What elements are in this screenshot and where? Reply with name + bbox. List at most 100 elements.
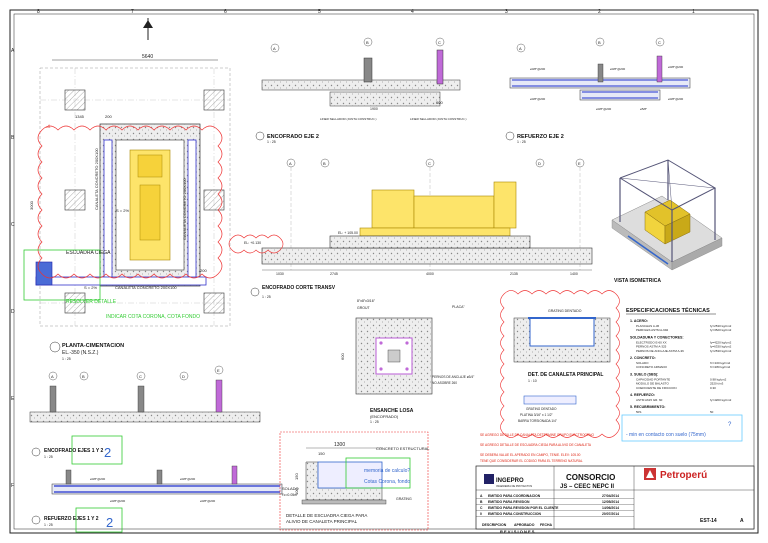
axis-bubble-label: A	[289, 161, 292, 166]
ingepro-logo-icon	[484, 474, 494, 484]
markup-note: - min en contacto con suelo (75mm)	[626, 432, 706, 438]
column-footing	[203, 292, 225, 314]
axis-bubble-label: B	[82, 374, 85, 379]
ensanche-scale: 1 : 25	[370, 420, 379, 424]
spec-value: 0.98 kg/cm2	[710, 377, 727, 381]
plan-canaleta-label: CANALETA CONCRETO 200X100	[182, 178, 187, 240]
generator-detail	[137, 154, 163, 178]
channel-horizontal	[35, 276, 207, 286]
ingepro-sub: INGENIERIA DE PROYECTOS	[496, 484, 532, 488]
axis-bubble	[516, 43, 526, 53]
spec-value: fy=4200 kg/cm2	[710, 398, 732, 402]
bar-label: ø3/8"@200	[668, 65, 683, 69]
spec-heading: 4. REFUERZO:	[630, 393, 655, 397]
spec-heading: 2. CONCRETO:	[630, 356, 656, 360]
axis-bubble-label: A	[519, 46, 522, 51]
sheet-inner-border	[13, 13, 755, 530]
axis-bubble	[79, 371, 89, 381]
vista-title: VISTA ISOMETRICA	[614, 278, 661, 284]
column-marker: 5	[318, 9, 321, 15]
column-marker: 7	[131, 9, 134, 15]
sheet-border	[9, 9, 759, 534]
escuadra-title: DETALLE DE ESCUADRA CIEGA PARA	[286, 513, 367, 518]
spec-heading: 5. RECUBRIMIENTO:	[630, 405, 665, 409]
markup-number: 2	[104, 445, 111, 460]
axis-bubble	[214, 365, 224, 375]
rebar-column	[65, 469, 72, 485]
bar-label: ø3/8"@200	[668, 97, 683, 101]
escuadra-title: ALIVIO DE CANALETA PRINCIPAL	[286, 519, 358, 524]
spec-line: CONCRETO ARMADO	[636, 365, 668, 369]
encofrado-ejes-1-2: A B C D E ENCOFRADO EJES 1 Y 2 1 : 25 2	[29, 365, 261, 465]
row-marker: E	[11, 396, 15, 402]
markup-box	[621, 414, 743, 442]
plan-canaleta-label: CANALETA CONCRETO 200X100	[115, 285, 177, 290]
corte-title: ENCOFRADO CORTE TRANSV	[262, 285, 336, 291]
vista-isometrica: VISTA ISOMETRICA	[611, 159, 723, 284]
section-marker	[31, 515, 41, 525]
solado	[301, 499, 387, 505]
ingepro-name: INGEPRO	[496, 478, 524, 484]
markup-text: RESOLVER DETALLE	[66, 299, 117, 305]
spec-line: MODULO DE BALASTO	[636, 382, 669, 386]
column-footing	[64, 89, 86, 111]
anchor-bolt	[379, 341, 383, 345]
encofrado-eje2-title: ENCOFRADO EJE 2	[267, 134, 319, 140]
axis-bubble-label: C	[428, 161, 431, 166]
row-marker: D	[11, 309, 15, 315]
beam-section	[261, 79, 461, 91]
channel-vertical	[103, 139, 113, 281]
rebar-beam	[51, 483, 283, 495]
consorcio-label: CONSORCIO	[566, 473, 615, 482]
especificaciones-tecnicas: ESPECIFICACIONES TÉCNICAS 1. ACERO:PLANC…	[621, 306, 743, 442]
plan-canaleta-label: CANALETA CONCRETO 200X100	[94, 148, 99, 210]
consorcio-name: JS – CEEC NEPC II	[560, 484, 614, 490]
iso-brace	[667, 159, 673, 211]
ensanche-label: NO ASOBRE 260	[432, 381, 457, 385]
corte-transversal: A B C D E EL: +0.130 EL: + 105.00 1030 2…	[228, 158, 593, 299]
generator-elevation	[413, 195, 495, 229]
spec-line: ELECTRODO E-60 XX	[636, 340, 667, 344]
bar-label: ø3/8"@200	[200, 499, 215, 503]
rev-date: 12/05/2014	[602, 500, 619, 504]
north-arrow-head	[143, 20, 153, 28]
ensanche-label: 8"x8"x3/16"	[357, 299, 376, 303]
iso-generator	[664, 213, 691, 245]
plan-dim-top: 5640	[142, 54, 153, 60]
corte-dim: 2135	[510, 272, 518, 276]
bar-label: ø3/8"@200	[530, 67, 545, 71]
plan-slope: S = 2%	[116, 208, 129, 213]
column-marker: 1	[692, 9, 695, 15]
escuadra-cavity	[317, 461, 383, 489]
column-footing	[64, 189, 86, 211]
rev-code: B	[480, 500, 483, 504]
canaleta-principal: GRATING DENTADO DET. DE CANALETA PRINCIP…	[500, 290, 620, 438]
column-pedestal	[436, 49, 444, 85]
canaleta-label: PLATINA 3/16" x 1 1/2"	[520, 413, 553, 417]
column-footing	[64, 292, 86, 314]
column-marker: 3	[505, 9, 508, 15]
ensanche-dim: 600	[340, 353, 345, 360]
axis-bubble-label: E	[217, 368, 220, 373]
revision-triangle: ⚠	[46, 124, 51, 130]
rebar-column	[156, 469, 163, 485]
revision-cloud	[279, 431, 429, 531]
encofrado-eje2-scale: 1 : 25	[267, 140, 276, 144]
bar-label: ø3/8"@200	[180, 477, 195, 481]
channel-vertical	[187, 139, 197, 281]
column-footing	[203, 189, 225, 211]
spec-line: PERNOS ASTM A-325	[636, 345, 667, 349]
markup-box	[345, 457, 411, 489]
escuadra-label: SOLADO	[282, 486, 299, 491]
escuadra-dim: 150	[294, 473, 299, 480]
plan-dim: 3000	[29, 200, 34, 210]
rebar-column	[656, 55, 663, 83]
spec-heading: 3. SUELO (SBS):	[630, 372, 658, 376]
rebar-beam	[579, 89, 661, 101]
spec-heading: SOLDADURA Y CONECTORES:	[630, 335, 684, 339]
escuadra-label: CONCRETO ESTRUCTURAL	[376, 446, 430, 451]
rev-footer: DESCRIPCION	[482, 523, 507, 527]
axis-bubble	[363, 37, 373, 47]
